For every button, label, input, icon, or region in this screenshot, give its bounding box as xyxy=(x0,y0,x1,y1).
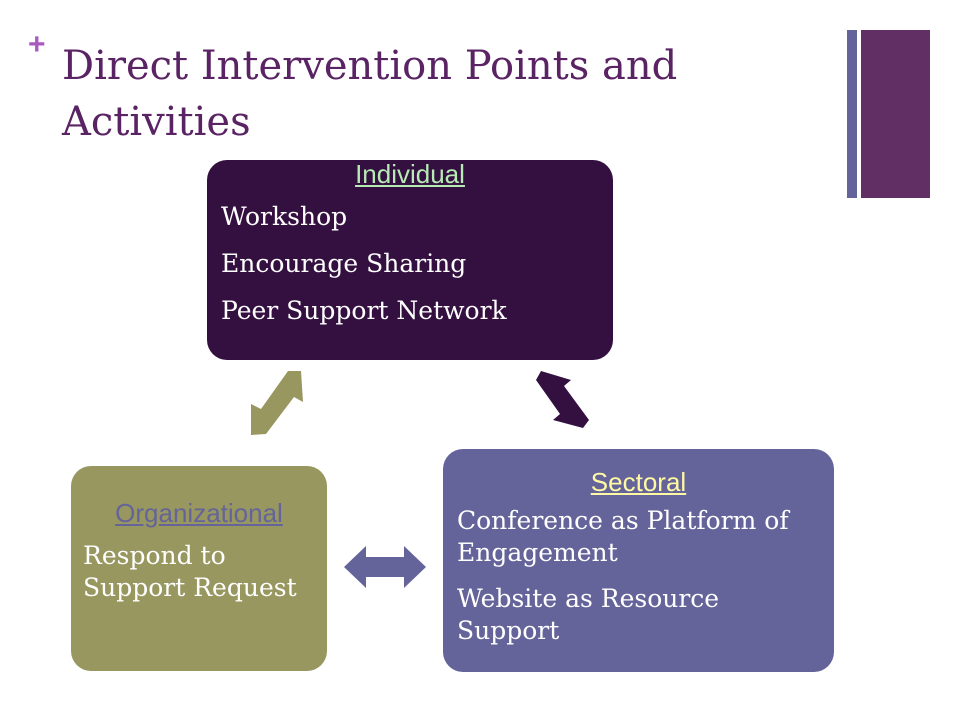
node-sectoral-items: Conference as Platform of Engagement Web… xyxy=(457,505,820,647)
node-organizational-title: Organizational xyxy=(115,498,283,528)
list-item: Respond to Support Request xyxy=(83,541,297,602)
list-item: Peer Support Network xyxy=(221,296,507,325)
decorative-bar-thin xyxy=(847,30,857,198)
list-item: Website as Resource Support xyxy=(457,584,720,645)
double-arrow-icon xyxy=(536,371,589,428)
node-organizational: Organizational Respond to Support Reques… xyxy=(71,466,327,671)
node-individual-title: Individual xyxy=(355,159,465,189)
plus-icon: + xyxy=(28,28,46,61)
node-sectoral: Sectoral Conference as Platform of Engag… xyxy=(443,449,834,672)
slide-title: Direct Intervention Points and Activitie… xyxy=(62,43,678,145)
decorative-bar-wide xyxy=(861,30,930,198)
node-individual: Individual Workshop Encourage Sharing Pe… xyxy=(207,160,613,360)
node-organizational-items: Respond to Support Request xyxy=(83,540,315,604)
double-arrow-icon xyxy=(344,546,426,588)
node-sectoral-title: Sectoral xyxy=(590,467,687,497)
list-item: Conference as Platform of Engagement xyxy=(457,506,789,567)
double-arrow-icon xyxy=(251,371,303,435)
list-item: Workshop xyxy=(221,202,348,231)
list-item: Encourage Sharing xyxy=(221,249,467,278)
node-individual-items: Workshop Encourage Sharing Peer Support … xyxy=(221,202,599,326)
